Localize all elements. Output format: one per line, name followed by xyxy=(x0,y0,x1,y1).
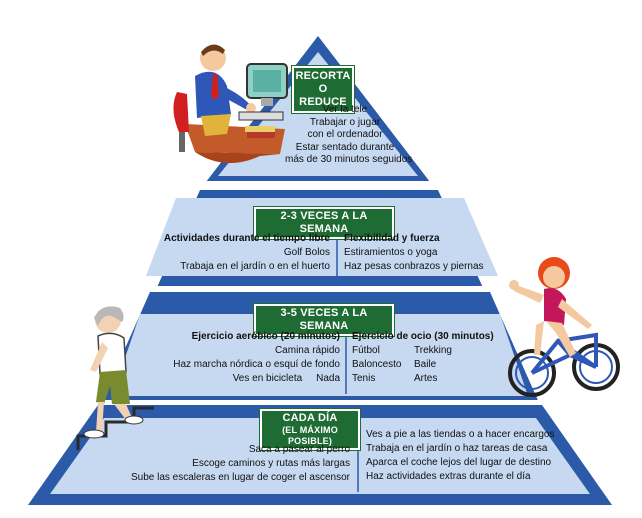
tier2-left-column: Actividades durante el tiempo libre Golf… xyxy=(150,232,330,274)
tier1-item: con el ordenador xyxy=(307,129,383,140)
tier4-right-item: Ves a pie a las tiendas o a hacer encarg… xyxy=(366,429,555,440)
tier3-right-grid: Fútbol Trekking Baloncesto Baile Tenis A… xyxy=(352,344,512,386)
tier4-badge-line2: (EL MÁXIMO POSIBLE) xyxy=(282,425,338,446)
tier4-right-column: Ves a pie a las tiendas o a hacer encarg… xyxy=(366,428,596,484)
tier4-badge-line1: CADA DÍA xyxy=(282,412,338,424)
tier2-left-item: Trabaja en el jardín o en el huerto xyxy=(180,261,330,272)
tier2-left-heading: Actividades durante el tiempo libre xyxy=(163,233,330,244)
tier1-text: Ver la tele Trabajar o jugar con el orde… xyxy=(285,104,413,167)
tier1-item: Estar sentado durante xyxy=(295,141,395,153)
tier4-right-item: Haz actividades extras durante el día xyxy=(366,471,531,482)
tier1-item: Ver la tele xyxy=(322,104,368,115)
tier4-left-item: Saca a pasear al perro xyxy=(248,444,350,455)
tier4-badge: CADA DÍA (EL MÁXIMO POSIBLE) xyxy=(260,409,360,450)
tier2-right-heading: Flexibilidad y fuerza xyxy=(344,233,440,244)
tier4-right-item: Aparca el coche lejos del lugar de desti… xyxy=(366,457,552,468)
tier1-badge: RECORTA O REDUCE xyxy=(292,66,354,113)
tier3-left-column: Ejercicio aeróbico (20 minutos) Camina r… xyxy=(140,330,340,386)
tier3-left-last-row: Ves en bicicleta Nada xyxy=(140,372,340,386)
tier4-left-item: Sube las escaleras en lugar de coger el … xyxy=(130,472,350,483)
tier4-left-column: Saca a pasear al perro Escoge caminos y … xyxy=(100,443,350,485)
tier2-right-item: Estiramientos o yoga xyxy=(344,247,438,258)
tier4-right-item: Trabaja en el jardín o haz tareas de cas… xyxy=(366,443,548,454)
elderly-woman-climbing-stairs-illustration xyxy=(76,306,154,450)
tier1-item: Trabajar o jugar xyxy=(309,116,381,128)
tier3-left-item: Haz marcha nórdica o esquí de fondo xyxy=(173,359,340,370)
tier3-inner xyxy=(112,314,528,396)
tier2-right-item: Haz pesas conbrazos y piernas xyxy=(344,261,484,272)
tier3-right-item: Fútbol xyxy=(352,345,380,356)
tier3-right-item: Artes xyxy=(414,373,438,384)
tier2-left-item: Golf Bolos xyxy=(283,247,330,258)
tier1-badge-line1: RECORTA xyxy=(295,70,351,82)
woman-on-bicycle-illustration xyxy=(508,257,620,397)
tier3-right-heading: Ejercicio de ocio (30 minutos) xyxy=(352,331,494,342)
tier3-right-column: Ejercicio de ocio (30 minutos) Fútbol Tr… xyxy=(352,330,512,386)
person-at-computer-illustration xyxy=(173,44,288,164)
tier4-left-item: Escoge caminos y rutas más largas xyxy=(192,458,350,469)
tier3-right-item: Trekking xyxy=(414,345,452,356)
tier1-badge-line2: O REDUCE xyxy=(299,83,347,108)
tier3-right-item: Baloncesto xyxy=(352,359,402,370)
tier1-item: más de 30 minutos seguidos xyxy=(285,154,413,165)
tier3-right-item: Baile xyxy=(414,359,437,370)
tier3-right-item: Tenis xyxy=(352,373,376,384)
tier2-badge: 2-3 VECES A LA SEMANA xyxy=(254,207,394,239)
tier4-inner xyxy=(50,418,590,494)
tier3-badge: 3-5 VECES A LA SEMANA xyxy=(254,304,394,336)
tier2-right-column: Flexibilidad y fuerza Estiramientos o yo… xyxy=(344,232,494,274)
tier3-left-heading: Ejercicio aeróbico (20 minutos) xyxy=(191,331,340,342)
tier3-left-item: Camina rápido xyxy=(274,345,340,356)
tier3-left-item: Nada xyxy=(316,373,340,384)
tier3-left-item: Ves en bicicleta xyxy=(232,373,303,384)
